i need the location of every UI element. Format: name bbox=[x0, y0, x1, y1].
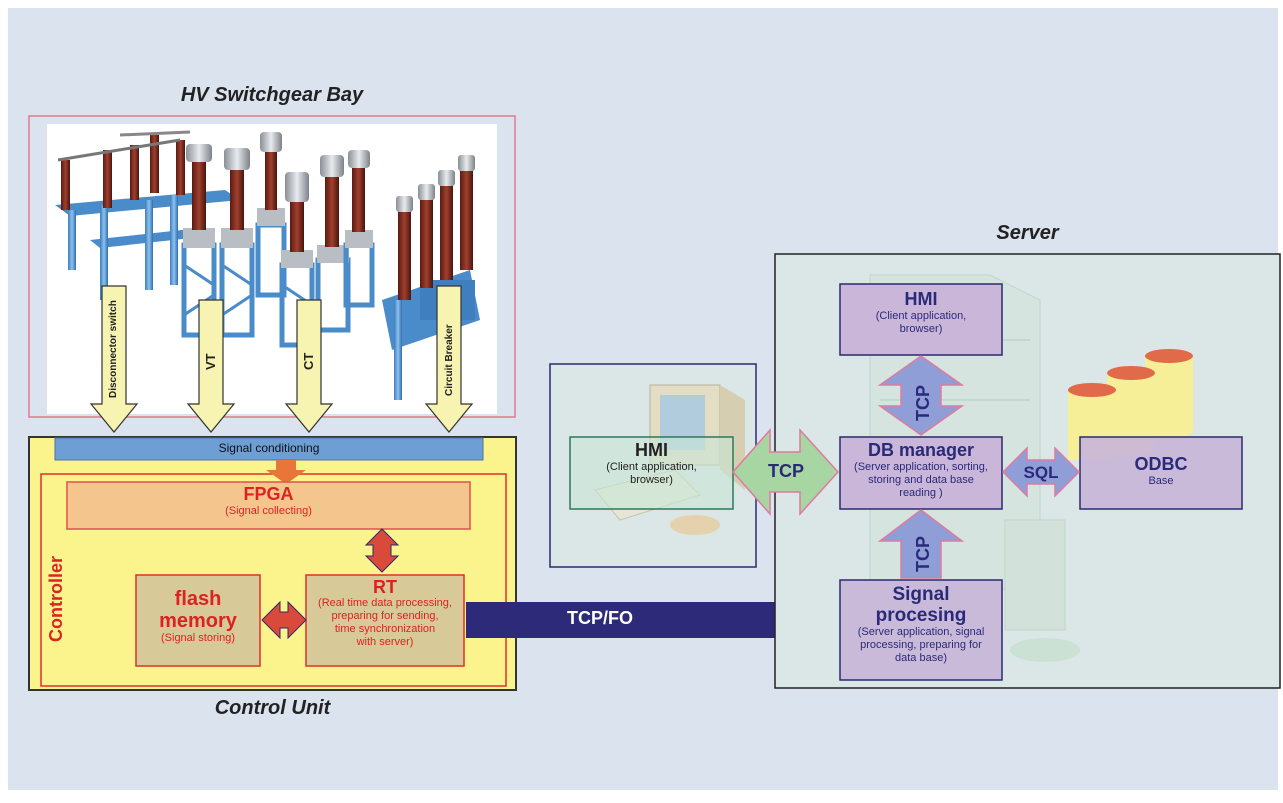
signal-processing-box bbox=[839, 579, 1003, 681]
label-ct: CT bbox=[301, 353, 316, 370]
odbc-box bbox=[1079, 436, 1243, 510]
rt-line-1: (Real time data processing, bbox=[318, 597, 452, 609]
tcp-fo-arrow bbox=[466, 577, 840, 663]
db-manager-text: DB manager (Server application, sorting,… bbox=[840, 440, 1002, 500]
label-tcp-top: TCP bbox=[913, 385, 933, 421]
arrow-vt bbox=[186, 299, 236, 433]
server-title: Server bbox=[996, 222, 1059, 244]
sql-label: SQL bbox=[1023, 463, 1059, 482]
db-manager-line-1: (Server application, sorting, bbox=[854, 461, 988, 473]
signal-processing-line-2: processing, preparing for bbox=[860, 639, 982, 651]
rt-box bbox=[305, 574, 465, 667]
arrow-fpga-rt bbox=[364, 528, 400, 573]
client-hmi-line-2: browser) bbox=[630, 474, 673, 486]
signal-processing-title-1: Signal bbox=[892, 584, 950, 605]
flash-text: flash memory (Signal storing) bbox=[136, 588, 260, 645]
fpga-subtitle: (Signal collecting) bbox=[225, 505, 312, 517]
server-hmi-line-1: (Client application, bbox=[875, 310, 967, 322]
arrow-sc-fpga bbox=[266, 460, 306, 484]
client-hmi-text: HMI (Client application, browser) bbox=[570, 440, 733, 487]
label-circuit-breaker: Circuit Breaker bbox=[444, 324, 455, 396]
db-manager-box bbox=[839, 436, 1003, 510]
signal-processing-line-3: data base) bbox=[895, 652, 947, 664]
switchgear-title: HV Switchgear Bay bbox=[180, 84, 364, 106]
server-hmi-line-2: browser) bbox=[899, 323, 943, 335]
odbc-text: ODBC Base bbox=[1080, 454, 1242, 488]
rt-line-2: preparing for sending, bbox=[331, 610, 439, 622]
signal-processing-title-2: procesing bbox=[875, 605, 967, 626]
tcp-fo-label: TCP/FO bbox=[567, 608, 633, 628]
arrow-tcp-hmi-db bbox=[877, 355, 965, 436]
arrow-disconnector bbox=[89, 285, 139, 433]
arrow-flash-rt bbox=[261, 600, 307, 640]
odbc-title: ODBC bbox=[1134, 454, 1188, 474]
switchgear-illustration bbox=[55, 130, 480, 400]
db-manager-title: DB manager bbox=[867, 440, 975, 460]
server-hmi-text: HMI (Client application, browser) bbox=[840, 289, 1002, 336]
label-disconnector: Disconnector switch bbox=[108, 300, 119, 398]
signal-conditioning-label: Signal conditioning bbox=[218, 441, 320, 455]
rt-line-4: with server) bbox=[356, 636, 414, 648]
arrow-tcp-client-db bbox=[732, 428, 840, 516]
sensor-arrows bbox=[89, 285, 474, 433]
tcp-left-label: TCP bbox=[768, 461, 804, 481]
arrow-tcp-sp-db bbox=[877, 509, 965, 579]
switchgear-frame bbox=[28, 115, 516, 418]
db-manager-line-3: reading ) bbox=[899, 487, 943, 499]
fpga-title: FPGA bbox=[243, 484, 294, 504]
signal-conditioning-bar bbox=[54, 437, 484, 461]
db-manager-line-2: storing and data base bbox=[868, 474, 974, 486]
label-tcp-bottom: TCP bbox=[913, 536, 933, 572]
client-hmi-title: HMI bbox=[635, 440, 668, 460]
label-controller: Controller bbox=[46, 556, 66, 642]
rt-line-3: time synchronization bbox=[334, 623, 436, 635]
rt-text: RT (Real time data processing, preparing… bbox=[306, 577, 464, 649]
server-hmi-box bbox=[839, 283, 1003, 356]
fpga-text: FPGA (Signal collecting) bbox=[67, 484, 470, 518]
flash-title-2: memory bbox=[159, 610, 237, 632]
rt-title: RT bbox=[373, 577, 397, 597]
flash-memory-box bbox=[135, 574, 261, 667]
signal-processing-text: Signal procesing (Server application, si… bbox=[840, 584, 1002, 665]
flash-subtitle: (Signal storing) bbox=[161, 632, 235, 644]
arrow-sql bbox=[1001, 446, 1081, 498]
label-vt: VT bbox=[203, 353, 218, 370]
fpga-box bbox=[66, 481, 471, 530]
server-hmi-title: HMI bbox=[904, 289, 938, 309]
control-unit-title: Control Unit bbox=[214, 697, 331, 719]
client-hmi-line-1: (Client application, bbox=[606, 461, 697, 473]
arrow-ct bbox=[284, 299, 334, 433]
flash-title-1: flash bbox=[174, 588, 222, 610]
arrow-circuit-breaker bbox=[424, 285, 474, 433]
signal-processing-line-1: (Server application, signal bbox=[857, 626, 985, 638]
odbc-subtitle: Base bbox=[1148, 475, 1174, 487]
